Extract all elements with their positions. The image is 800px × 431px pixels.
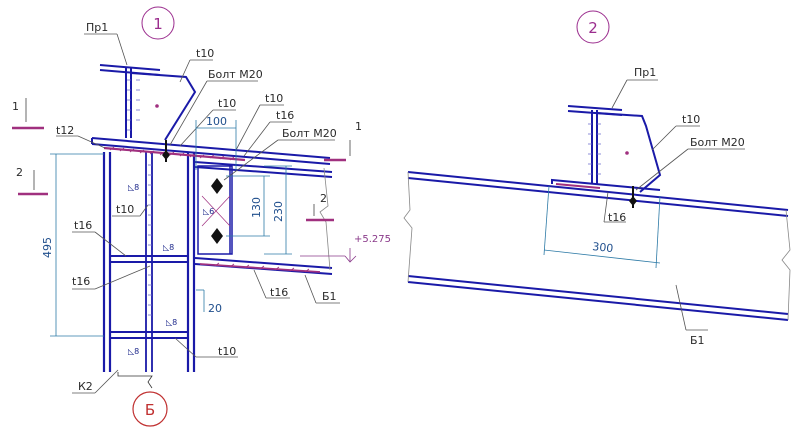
weld-3: ◺8 — [163, 243, 174, 252]
axis-circle — [132, 391, 168, 427]
view1-labels: Пр1 t10 Болт М20 t10 t10 t16 Болт М20 t1… — [56, 21, 340, 394]
view2-label-bolt: Болт М20 — [690, 136, 745, 149]
weld-4: ◺8 — [166, 318, 177, 327]
level-mark: +5.275 — [300, 234, 391, 263]
view2-label-t10: t10 — [682, 113, 700, 126]
view2-label-t16: t16 — [608, 211, 626, 224]
section-2-right: 2 — [320, 192, 327, 205]
section-1-left: 1 — [12, 100, 19, 113]
column-k2 — [102, 152, 196, 372]
label-t10-top: t10 — [196, 47, 214, 60]
label-b1: Б1 — [322, 290, 337, 303]
label-pr1: Пр1 — [86, 21, 108, 34]
view2-dimensions: 300 — [543, 185, 661, 269]
label-t10-plate2: t10 — [265, 92, 283, 105]
label-t10-bottom: t10 — [218, 345, 236, 358]
view2-marker-label: 2 — [588, 19, 598, 37]
end-plate — [197, 165, 233, 255]
beam-b1 — [194, 161, 333, 275]
label-bolt-lower: Болт М20 — [282, 127, 337, 140]
view2-bolt — [629, 186, 637, 208]
label-t16-bottom: t16 — [270, 286, 288, 299]
view1-marker-label: 1 — [153, 15, 163, 33]
level-label: +5.275 — [354, 234, 391, 245]
view1-group: 1 — [12, 6, 391, 427]
view2-label-b1: Б1 — [690, 334, 705, 347]
label-bolt-upper: Болт М20 — [208, 68, 263, 81]
label-t16-right: t16 — [276, 109, 294, 122]
label-t10-plate: t10 — [218, 97, 236, 110]
section-2-left: 2 — [16, 166, 23, 179]
axis-label: Б — [145, 401, 155, 419]
axis-b: Б — [117, 372, 168, 427]
rib-pr1 — [99, 64, 197, 141]
dim-495: 495 — [41, 237, 54, 258]
weld-2: ◺6 — [203, 207, 214, 216]
view2-beam — [403, 171, 791, 321]
dim-20: 20 — [208, 302, 222, 315]
view2-group: 2 — [403, 10, 791, 347]
view1-marker-circle — [141, 6, 175, 40]
section-marks: 1 1 2 2 — [12, 98, 362, 222]
view2-marker-circle — [576, 10, 610, 44]
weld-5: ◺8 — [128, 347, 139, 356]
dim-230: 230 — [272, 201, 285, 222]
view2-label-pr1: Пр1 — [634, 66, 656, 79]
bolt-m20-cap — [162, 140, 170, 162]
label-k2: К2 — [78, 380, 93, 393]
view2-dim-300: 300 — [592, 240, 614, 255]
cap-plate — [91, 137, 331, 165]
dim-130: 130 — [250, 197, 263, 218]
weld-1: ◺8 — [128, 183, 139, 192]
label-t16-left: t16 — [74, 219, 92, 232]
section-1-right: 1 — [355, 120, 362, 133]
bolt-symbol — [211, 178, 223, 194]
label-t12: t12 — [56, 124, 74, 137]
view1-welds: ◺8 ◺6 ◺8 ◺8 ◺8 — [128, 183, 214, 356]
view2-rib-pr1 — [567, 105, 662, 193]
label-t16-mid: t16 — [72, 275, 90, 288]
view2-labels: Пр1 t10 Болт М20 t16 Б1 — [603, 66, 745, 347]
view1-dimensions: 100 130 230 495 20 — [41, 115, 292, 337]
label-t10-left: t10 — [116, 203, 134, 216]
bolt-symbol — [211, 228, 223, 244]
dim-100: 100 — [206, 115, 227, 128]
